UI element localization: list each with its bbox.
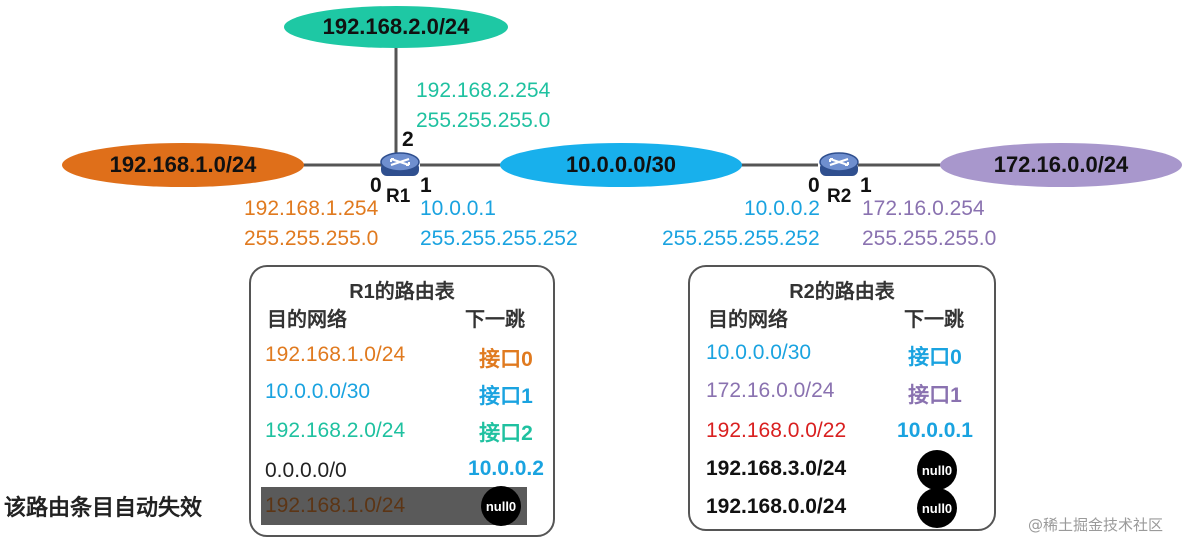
r1-port-1: 1 [420,174,432,197]
r1-row-3-hop: 10.0.0.2 [468,457,544,480]
r2-col-hop: 下一跳 [904,309,964,331]
network-top: 192.168.2.0/24 [284,6,508,48]
r1-if0-mask: 255.255.255.0 [244,227,379,250]
r1-routing-table: R1的路由表 目的网络 下一跳 192.168.1.0/24 接口0 10.0.… [249,265,555,537]
network-middle: 10.0.0.0/30 [500,143,742,187]
r1-if1-ip: 10.0.0.1 [420,197,496,220]
r1-port-2: 2 [402,128,414,151]
r2-port-0: 0 [808,174,820,197]
r1-row-0-dest: 192.168.1.0/24 [265,343,406,366]
r2-port-1: 1 [860,174,872,197]
r1-if0-ip: 192.168.1.254 [244,197,379,220]
r2-if1-ip: 172.16.0.254 [862,197,985,220]
r2-label: R2 [827,186,852,207]
r1-row-1-dest: 10.0.0.0/30 [265,380,371,403]
r2-col-dest: 目的网络 [708,309,788,331]
watermark: @稀土掘金技术社区 [1028,516,1164,534]
auto-invalid-caption: 该路由条目自动失效 [4,496,203,521]
r1-row-2-dest: 192.168.2.0/24 [265,419,406,442]
r1-col-hop: 下一跳 [465,309,525,331]
r2-row-0-hop: 接口0 [908,346,962,369]
r2-row-2-hop: 10.0.0.1 [897,419,973,442]
r1-row-2-hop: 接口2 [479,422,533,445]
r1-row-3-dest: 0.0.0.0/0 [265,459,347,482]
r2-row-1-hop: 接口1 [908,384,962,407]
r1-table-title: R1的路由表 [349,281,455,303]
r1-if2-mask: 255.255.255.0 [416,109,551,132]
router-r2-icon [818,150,860,180]
r2-row-1-dest: 172.16.0.0/24 [706,379,835,402]
r1-col-dest: 目的网络 [267,309,347,331]
r1-row-4-null-icon: null0 [481,486,521,526]
r2-if0-mask: 255.255.255.252 [662,227,820,250]
r2-row-2-dest: 192.168.0.0/22 [706,419,847,442]
r2-row-0-dest: 10.0.0.0/30 [706,341,812,364]
r2-if1-mask: 255.255.255.0 [862,227,997,250]
r1-row-4-dest: 192.168.1.0/24 [265,494,406,517]
network-left: 192.168.1.0/24 [62,143,304,187]
network-right: 172.16.0.0/24 [940,143,1182,187]
r2-if0-ip: 10.0.0.2 [744,197,820,220]
r1-if2-ip: 192.168.2.254 [416,79,551,102]
r1-row-1-hop: 接口1 [479,385,533,408]
r2-row-3-dest: 192.168.3.0/24 [706,457,847,480]
router-r1-icon [379,150,421,180]
r1-label: R1 [386,186,411,207]
r1-if1-mask: 255.255.255.252 [420,227,578,250]
r2-row-4-dest: 192.168.0.0/24 [706,495,847,518]
r1-row-0-hop: 接口0 [479,348,533,371]
r2-table-title: R2的路由表 [789,281,895,303]
r2-routing-table: R2的路由表 目的网络 下一跳 10.0.0.0/30 接口0 172.16.0… [688,265,996,531]
r1-port-0: 0 [370,174,382,197]
r2-row-4-null-icon: null0 [917,488,957,528]
r2-row-3-null-icon: null0 [917,450,957,490]
